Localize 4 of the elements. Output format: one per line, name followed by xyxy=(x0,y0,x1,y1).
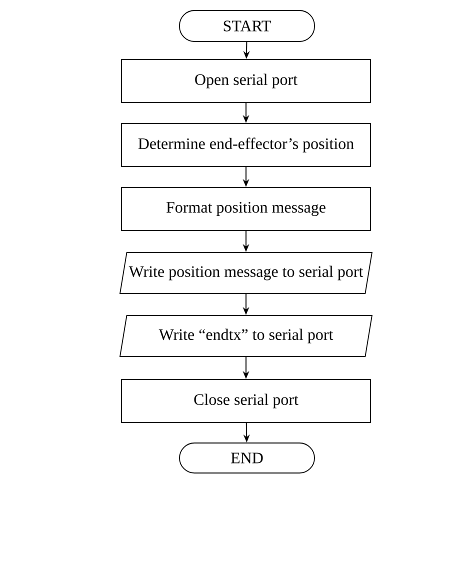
process-box: Determine end-effector’s position xyxy=(121,123,371,167)
process-box: Format position message xyxy=(121,187,371,231)
process-box: Close serial port xyxy=(121,379,371,423)
process-box: Open serial port xyxy=(121,59,371,103)
